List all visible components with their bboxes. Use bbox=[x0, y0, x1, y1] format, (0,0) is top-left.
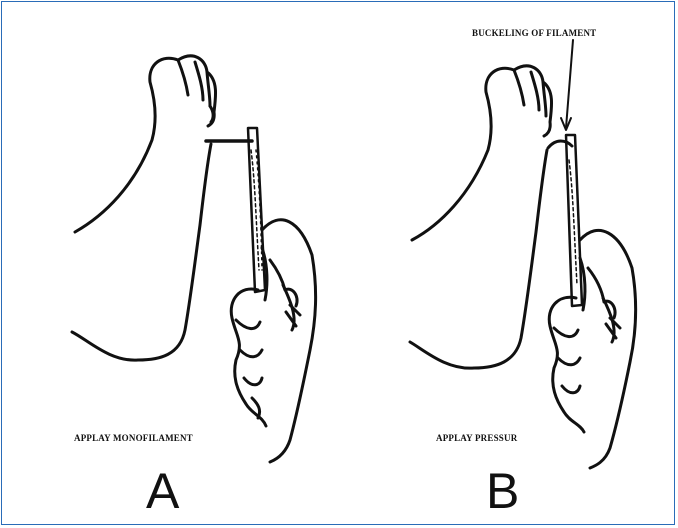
foot-a bbox=[72, 56, 216, 360]
monofilament-a bbox=[206, 128, 265, 292]
panel-a-letter: A bbox=[146, 466, 179, 516]
panel-b-caption: APPLAY PRESSUR bbox=[436, 433, 517, 443]
foot-b bbox=[410, 66, 552, 368]
hand-a bbox=[231, 220, 315, 462]
monofilament-b bbox=[548, 135, 582, 306]
hand-b bbox=[549, 230, 635, 468]
buckling-callout-label: BUCKELING OF FILAMENT bbox=[472, 28, 596, 38]
panel-b-letter: B bbox=[486, 466, 519, 516]
callout-arrow bbox=[561, 40, 573, 130]
panel-a-caption: APPLAY MONOFILAMENT bbox=[74, 433, 193, 443]
